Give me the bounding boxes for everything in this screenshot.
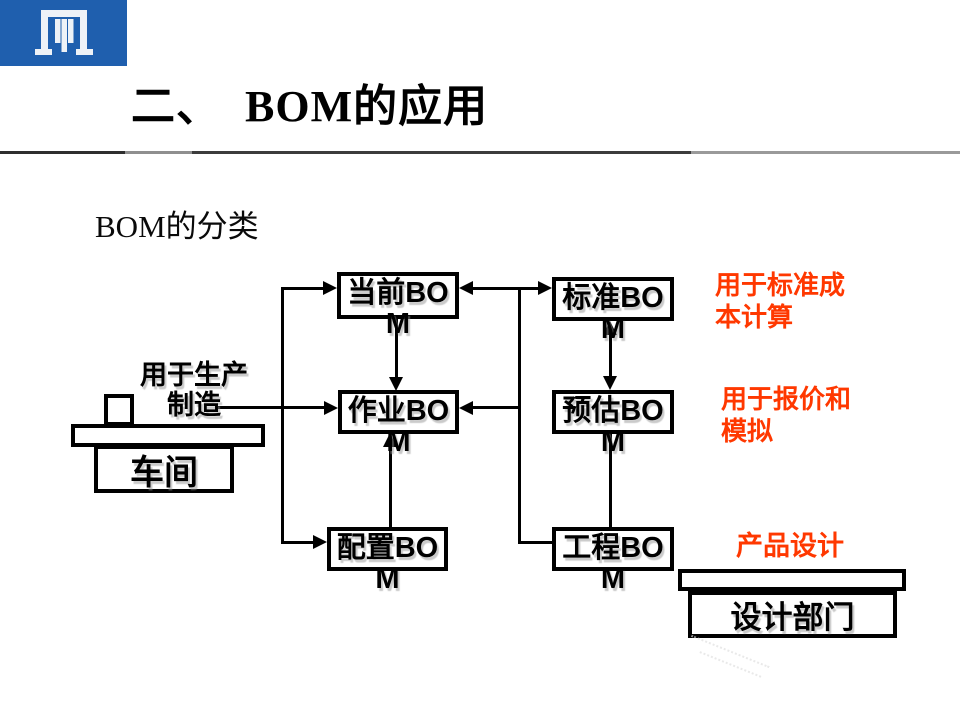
node-current-bom-label: 当前BOM xyxy=(347,277,449,340)
workshop-box: 车间 xyxy=(94,445,234,493)
arrowhead-into-operation-top xyxy=(389,377,403,391)
node-current-bom: 当前BOM xyxy=(337,272,459,340)
section-label: BOM的分类 xyxy=(95,209,259,244)
annotation-standard-cost: 用于标准成 本计算 xyxy=(715,270,846,332)
node-standard-bom-label: 标准BOM xyxy=(562,282,664,345)
design-dept-label: 设计部门 xyxy=(730,600,855,635)
node-engineering-bom-label: 工程BOM xyxy=(562,532,664,595)
watermark xyxy=(686,634,770,679)
workshop-label: 车间 xyxy=(130,453,198,492)
arrowhead-into-current-left xyxy=(323,281,337,295)
arrowhead-into-configured-left xyxy=(313,535,327,549)
watermark-stroke xyxy=(699,651,762,678)
annotation-product-design: 产品设计 xyxy=(736,531,844,561)
arrowhead-into-estimated-top xyxy=(603,376,617,390)
node-estimated-bom: 预估BOM xyxy=(552,390,674,458)
page-title: 二、 BOM的应用 xyxy=(131,82,489,131)
annotation-quotation: 用于报价和 模拟 xyxy=(721,384,852,446)
title-divider xyxy=(0,151,960,154)
connector-left-rail-to-current xyxy=(281,287,324,290)
connector-standard-estimated xyxy=(609,333,612,379)
arrowhead-into-standard-bottom xyxy=(603,321,617,335)
node-operation-bom-label: 作业BOM xyxy=(347,395,450,458)
design-dept-box: 设计部门 xyxy=(688,591,897,638)
arrowhead-into-operation-right xyxy=(459,401,473,415)
connector-left-rail xyxy=(281,287,284,544)
arrowhead-into-operation-left xyxy=(324,401,338,415)
building-logo-icon xyxy=(34,10,93,55)
connector-right-rail xyxy=(518,287,521,544)
design-dept-roof xyxy=(678,569,906,591)
node-standard-bom: 标准BOM xyxy=(552,277,674,345)
connector-configured-to-operation xyxy=(389,446,392,527)
node-configured-bom-label: 配置BOM xyxy=(336,532,439,595)
connector-workshop-to-operation xyxy=(218,406,325,409)
node-engineering-bom: 工程BOM xyxy=(552,527,674,595)
arrowhead-into-current-right xyxy=(459,281,473,295)
node-estimated-bom-label: 预估BOM xyxy=(562,395,664,458)
connector-estimated-engineering xyxy=(609,434,612,527)
connector-current-standard xyxy=(472,287,539,290)
node-configured-bom: 配置BOM xyxy=(327,527,448,595)
connector-current-to-operation xyxy=(395,319,398,379)
connector-left-rail-to-configured xyxy=(281,541,314,544)
arrowhead-into-operation-bottom xyxy=(383,433,397,447)
company-logo xyxy=(0,0,127,66)
connector-right-rail-to-engineering xyxy=(518,541,555,544)
node-operation-bom: 作业BOM xyxy=(338,390,459,458)
connector-right-rail-to-operation xyxy=(472,406,519,409)
arrowhead-into-standard-left xyxy=(538,281,552,295)
annotation-production: 用于生产 制造 xyxy=(140,360,248,420)
